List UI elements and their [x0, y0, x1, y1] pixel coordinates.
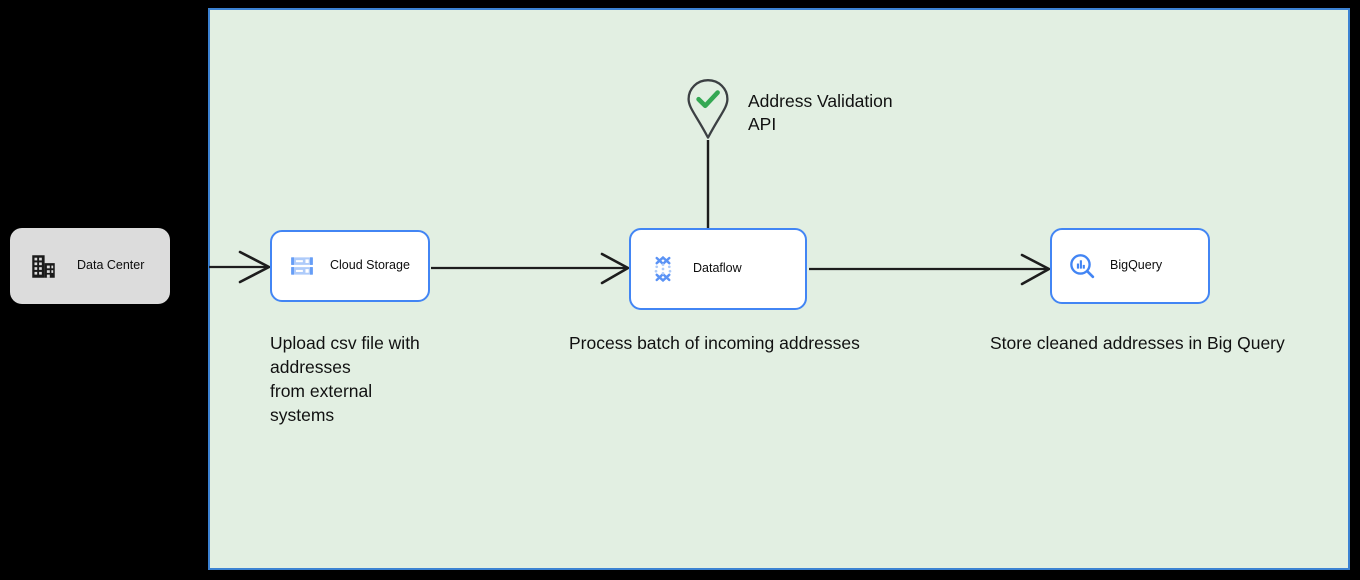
- node-address-validation-api-label: Address Validation API: [748, 91, 893, 134]
- node-bigquery[interactable]: BigQuery: [1050, 228, 1210, 304]
- node-bigquery-label: BigQuery: [1110, 258, 1163, 273]
- bigquery-icon: [1070, 253, 1095, 278]
- cloud-storage-icon: [291, 257, 313, 275]
- caption-process-batch: Process batch of incoming addresses: [569, 333, 860, 353]
- dataflow-icon: [654, 256, 672, 282]
- caption-store-cleaned: Store cleaned addresses in Big Query: [990, 333, 1285, 353]
- node-cloud-storage[interactable]: Cloud Storage: [270, 230, 430, 302]
- caption-upload-csv: Upload csv file with addresses from exte…: [270, 333, 420, 425]
- node-cloud-storage-label: Cloud Storage: [330, 258, 410, 273]
- node-address-validation-api[interactable]: Address Validation API: [686, 78, 893, 140]
- node-dataflow-label: Dataflow: [693, 261, 742, 276]
- node-dataflow[interactable]: Dataflow: [629, 228, 807, 310]
- node-data-center[interactable]: Data Center: [10, 228, 170, 304]
- map-pin-check-icon: [687, 79, 729, 139]
- node-data-center-label: Data Center: [77, 258, 145, 273]
- data-center-icon: [32, 254, 55, 278]
